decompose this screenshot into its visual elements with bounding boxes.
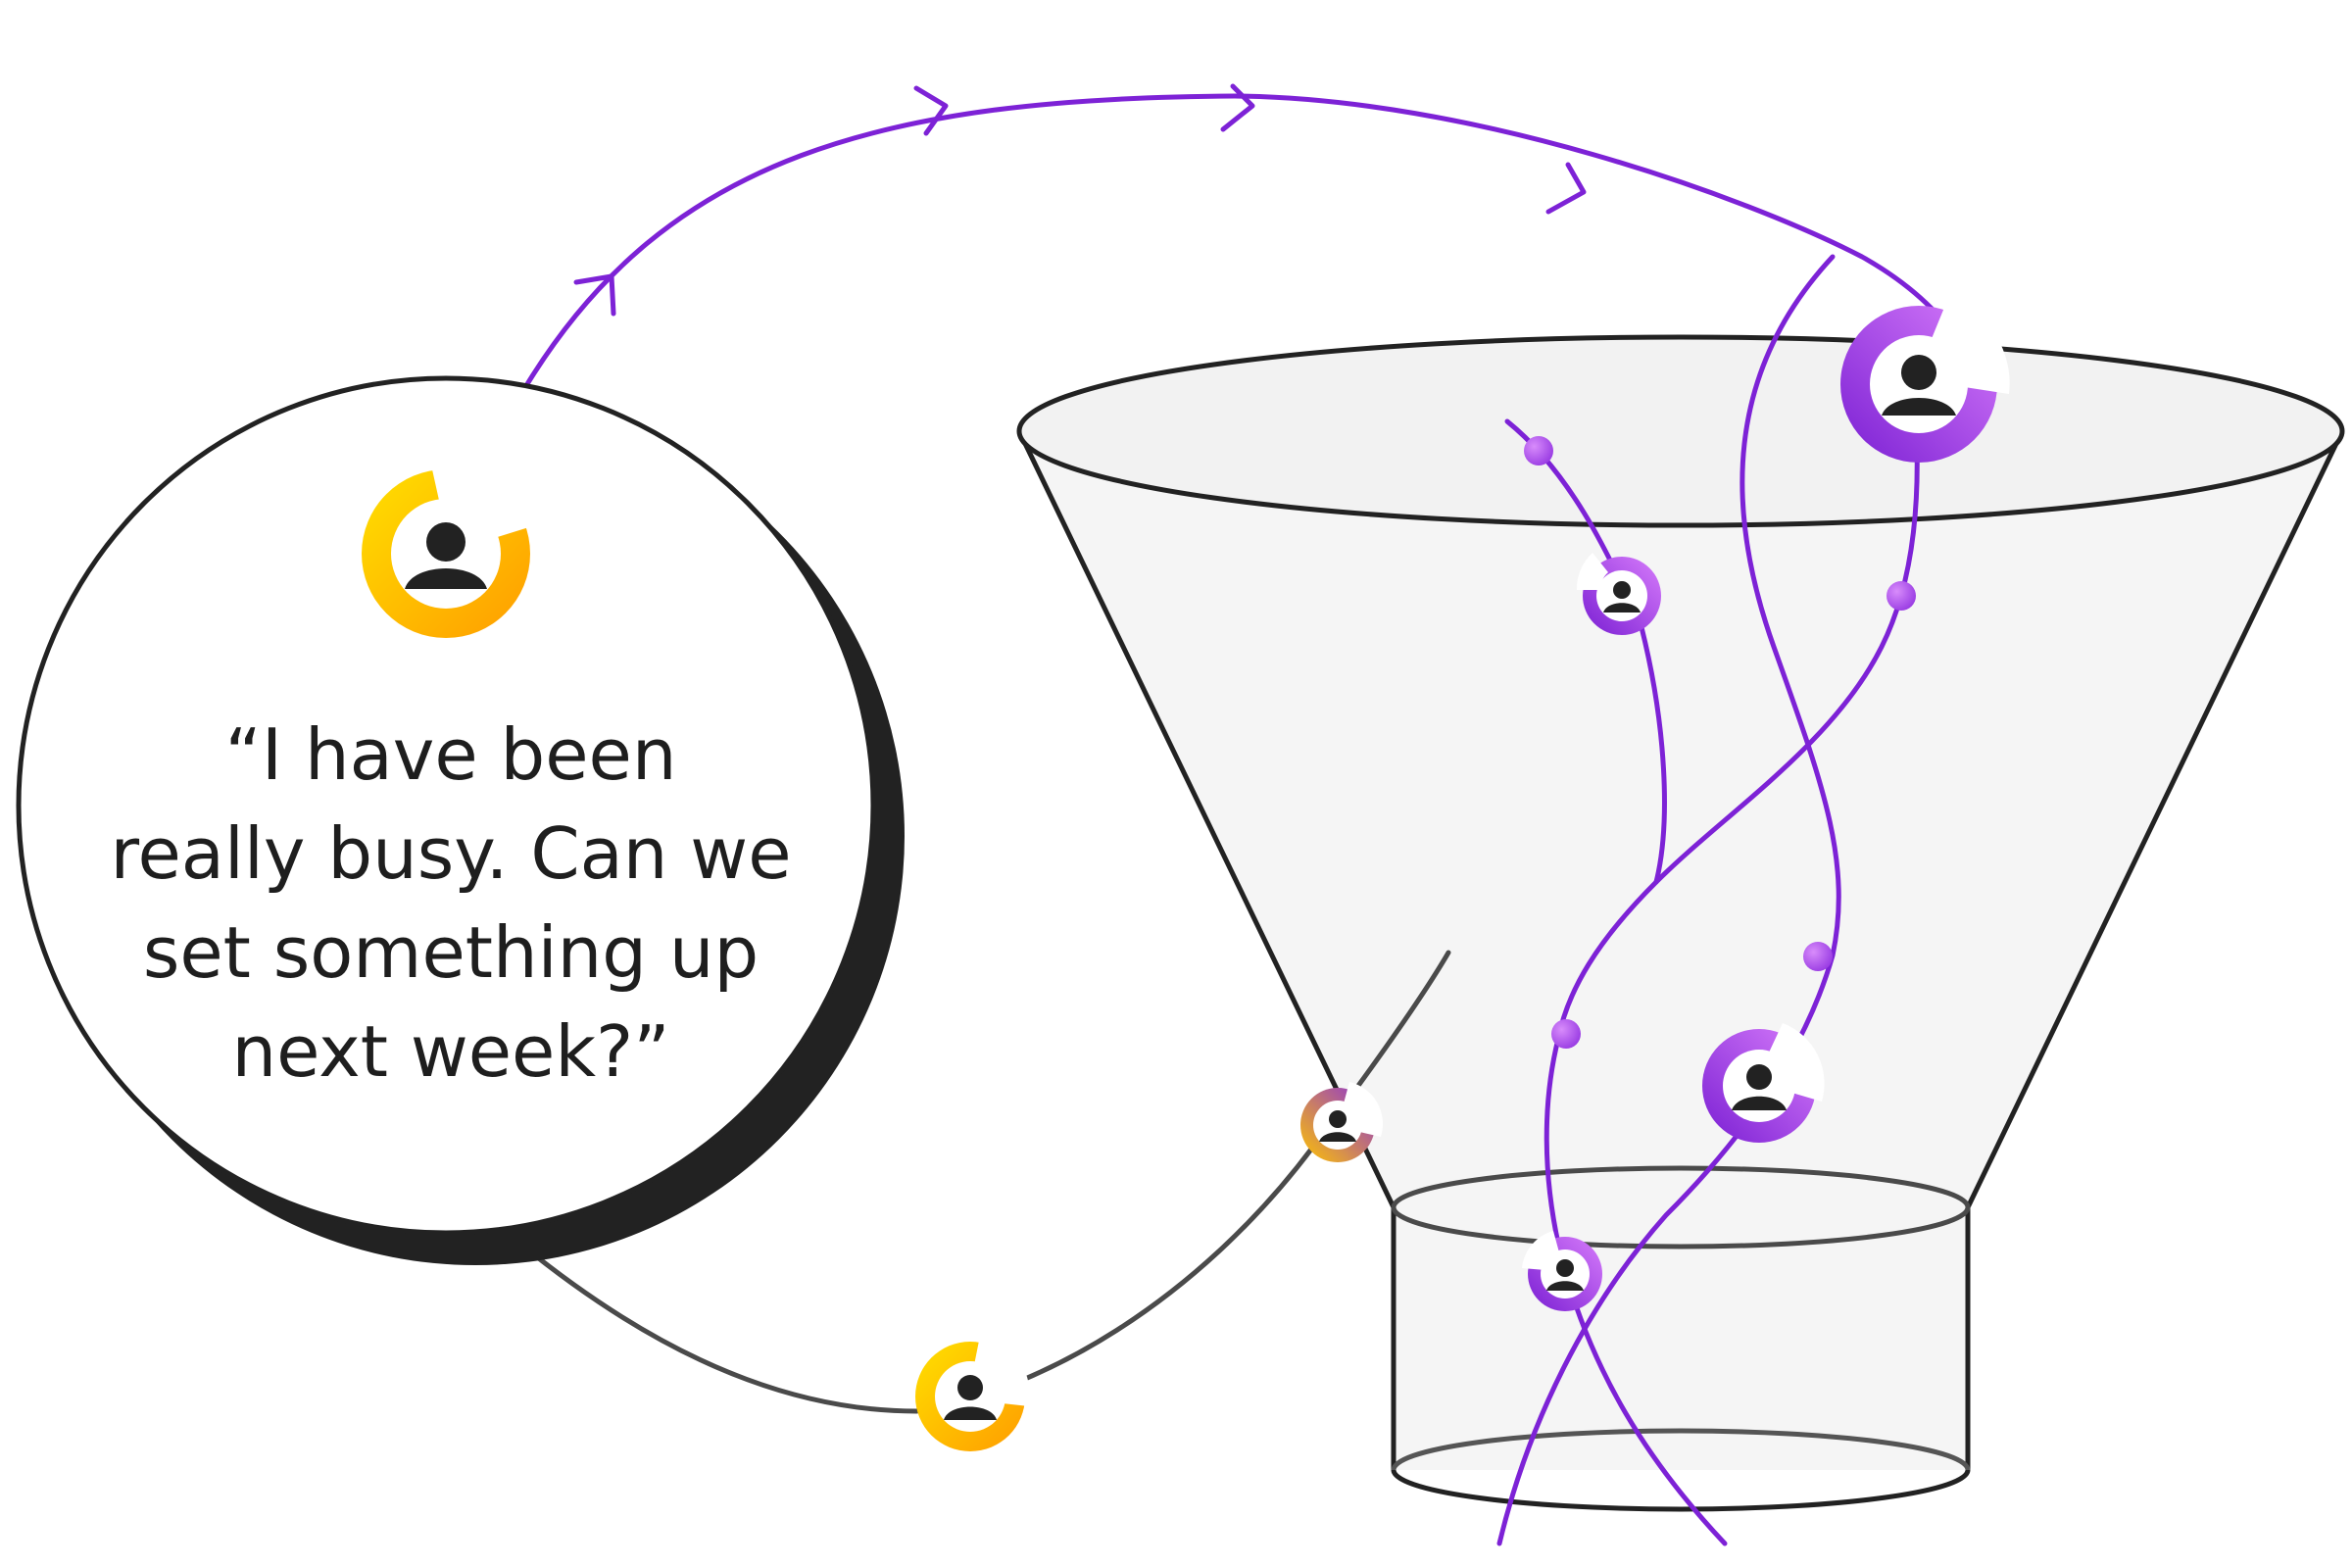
quote-line: “I have been — [224, 713, 677, 796]
speech-bubble — [16, 375, 905, 1265]
quote-line: next week?” — [231, 1010, 670, 1093]
funnel-base — [1391, 1469, 1971, 1512]
quote-line: really busy. Can we — [110, 812, 792, 895]
funnel-rim — [1016, 334, 2345, 528]
user-avatar-icon — [915, 1336, 1030, 1451]
user-avatar-icon — [1840, 298, 2010, 463]
quote-line: set something up — [142, 911, 760, 994]
funnel — [1016, 334, 2345, 1512]
user-avatar-icon — [1702, 1023, 1825, 1143]
user-avatar-icon — [362, 460, 532, 638]
path-node — [1803, 942, 1833, 971]
user-avatar-icon — [1522, 1231, 1602, 1311]
arrow-head-icon — [573, 273, 616, 317]
nurture-arc — [524, 83, 1963, 387]
path-node — [1524, 436, 1553, 466]
user-avatar-icon — [1300, 1082, 1384, 1162]
path-node — [1551, 1019, 1581, 1049]
arrow-head-icon — [1220, 83, 1255, 132]
return-path — [507, 950, 1451, 1414]
lead-paths — [1496, 254, 1920, 1546]
funnel-neck-top — [1391, 1165, 1971, 1250]
user-avatar-icon — [1576, 553, 1661, 635]
quote-text: “I have been really busy. Can we set som… — [59, 706, 843, 1102]
path-node — [1886, 581, 1916, 611]
arrow-head-icon — [913, 85, 949, 136]
arrow-head-icon — [1545, 162, 1587, 215]
